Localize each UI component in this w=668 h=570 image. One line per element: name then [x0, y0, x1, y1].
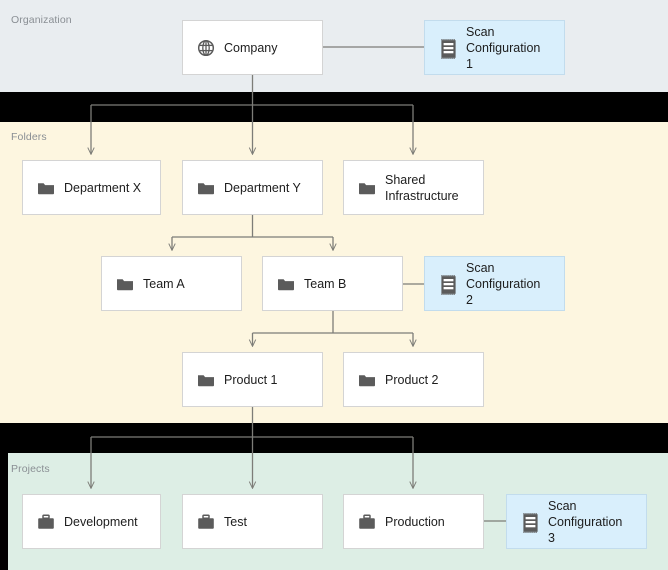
- node-scan-1[interactable]: Scan Configuration 1: [424, 20, 565, 75]
- folder-icon: [358, 179, 376, 197]
- node-scan-2[interactable]: Scan Configuration 2: [424, 256, 565, 311]
- node-label-product-2: Product 2: [385, 372, 439, 387]
- node-scan-3[interactable]: Scan Configuration 3: [506, 494, 647, 549]
- node-label-department-x: Department X: [64, 180, 142, 195]
- briefcase-icon: [358, 513, 376, 531]
- scan-icon: [439, 274, 457, 295]
- band-label-organization: Organization: [11, 14, 72, 26]
- folder-icon: [116, 275, 134, 293]
- folder-icon: [37, 179, 55, 197]
- node-test[interactable]: Test: [182, 494, 323, 549]
- briefcase-icon: [197, 513, 215, 531]
- folder-icon: [197, 179, 215, 197]
- node-label-department-y: Department Y: [224, 180, 301, 195]
- node-company[interactable]: Company: [182, 20, 323, 75]
- node-team-a[interactable]: Team A: [101, 256, 242, 311]
- node-department-x[interactable]: Department X: [22, 160, 161, 215]
- scan-icon: [439, 38, 457, 59]
- node-label-scan-3: Scan Configuration 3: [548, 498, 623, 545]
- node-development[interactable]: Development: [22, 494, 161, 549]
- node-department-y[interactable]: Department Y: [182, 160, 323, 215]
- node-product-1[interactable]: Product 1: [182, 352, 323, 407]
- node-label-product-1: Product 1: [224, 372, 278, 387]
- globe-icon: [197, 39, 215, 57]
- scan-icon: [521, 512, 539, 533]
- band-label-folders: Folders: [11, 131, 47, 143]
- node-label-production: Production: [385, 514, 445, 529]
- node-label-test: Test: [224, 514, 247, 529]
- node-team-b[interactable]: Team B: [262, 256, 403, 311]
- node-label-team-b: Team B: [304, 276, 347, 291]
- node-shared-infrastructure[interactable]: Shared Infrastructure: [343, 160, 484, 215]
- folder-icon: [358, 371, 376, 389]
- node-label-development: Development: [64, 514, 138, 529]
- node-production[interactable]: Production: [343, 494, 484, 549]
- folder-icon: [197, 371, 215, 389]
- node-label-scan-2: Scan Configuration 2: [466, 260, 541, 307]
- briefcase-icon: [37, 513, 55, 531]
- band-organization: [0, 0, 668, 92]
- band-label-projects: Projects: [11, 463, 50, 475]
- node-label-team-a: Team A: [143, 276, 185, 291]
- node-product-2[interactable]: Product 2: [343, 352, 484, 407]
- node-label-shared-infrastructure: Shared Infrastructure: [385, 172, 459, 203]
- node-label-scan-1: Scan Configuration 1: [466, 24, 541, 71]
- node-label-company: Company: [224, 40, 278, 55]
- folder-icon: [277, 275, 295, 293]
